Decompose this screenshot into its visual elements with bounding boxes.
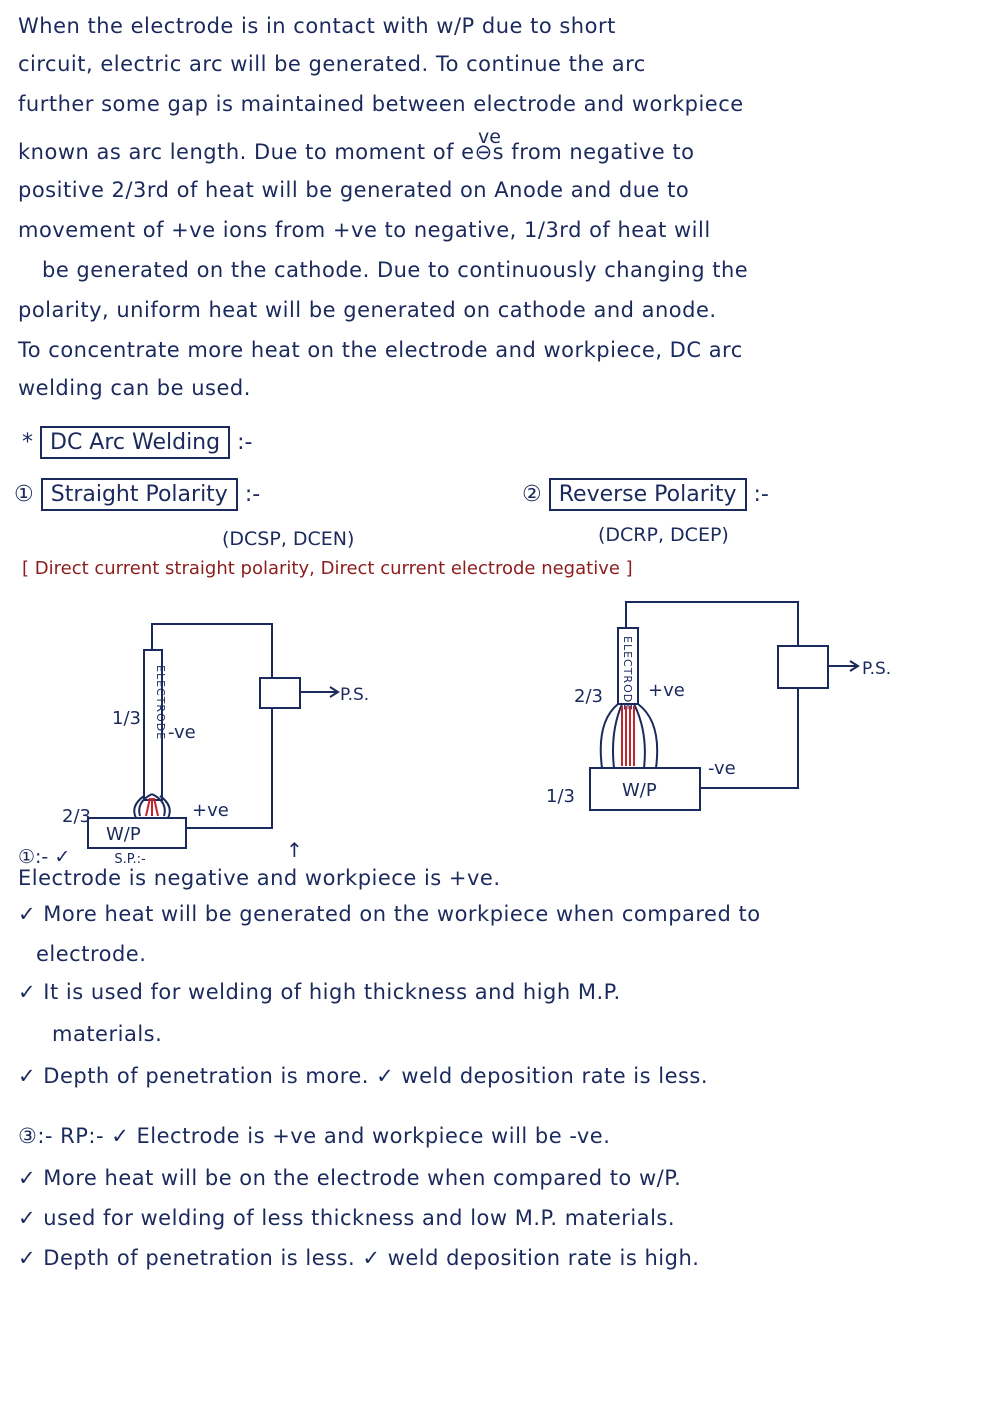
section-title: DC Arc Welding [40,426,231,459]
sp-note-4: ✓ It is used for welding of high thickne… [18,980,621,1004]
sp-note-3: electrode. [36,942,147,966]
intro-line-10: welding can be used. [18,376,251,400]
intro-line-5: positive 2/3rd of heat will be generated… [18,178,690,202]
power-supply-box [777,645,829,689]
reverse-abbr: (DCRP, DCEP) [598,524,729,546]
section-suffix: :- [237,430,253,455]
sp-note-2: ✓ More heat will be generated on the wor… [18,902,761,926]
check-icon: ✓ [54,846,71,868]
dcsp-expansion: [ Direct current straight polarity, Dire… [22,558,633,579]
rp-polarity-electrode: +ve [648,680,685,701]
sp-fraction-bottom: 2/3 [62,806,91,827]
circuit-wire-top [625,601,799,646]
sp-notes-label: ①:- [18,846,49,868]
sp-fraction-top: 1/3 [112,708,141,729]
electrode-label: ELECTRODE [621,636,634,711]
reverse-number: ② [522,482,542,507]
straight-polarity-heading: ① Straight Polarity :- [14,478,261,511]
sp-notes-label-row: ①:- ✓ S.P.:- [18,846,146,868]
expansion-bracket-open: [ [22,558,30,579]
rp-power-supply: P.S. [862,659,891,679]
workpiece-block [87,817,187,849]
reverse-polarity-diagram: ELECTRODE 2/3 +ve -ve 1/3 W/P P.S. [546,601,891,811]
sp-note-6: ✓ Depth of penetration is more. ✓ weld d… [18,1064,709,1088]
intro-line-6: movement of +ve ions from +ve to negativ… [18,218,711,242]
star-bullet: * [22,430,33,455]
expansion-comma: , [309,558,315,579]
sp-note-5: materials. [52,1022,163,1046]
sp-workpiece-label: W/P [106,824,141,845]
rp-note-2: ✓ More heat will be on the electrode whe… [18,1166,682,1190]
arc-flames [133,793,171,819]
intro-line-4: known as arc length. Due to moment of e⊖… [18,140,695,164]
superscript-ve: ve [478,126,501,148]
circuit-wire-right [700,688,799,789]
ps-arrow [828,660,860,672]
rp-fraction-top: 2/3 [574,686,603,707]
section-heading: * DC Arc Welding :- [22,426,253,459]
arc-flames [599,703,659,769]
intro-line-9: To concentrate more heat on the electrod… [18,338,743,362]
straight-title: Straight Polarity [40,478,238,511]
workpiece-block [589,767,701,811]
pointer-arrow-icon: ↑ [286,838,303,862]
sp-polarity-workpiece: +ve [192,800,229,821]
electrode-label: ELECTRODE [154,665,167,740]
circuit-wire-top [151,623,273,678]
ps-arrow [300,686,340,698]
reverse-suffix: :- [753,482,769,507]
arc-red-lines [621,706,635,766]
straight-abbr: (DCSP, DCEN) [222,528,355,550]
straight-number: ① [14,482,34,507]
expansion-left: Direct current straight polarity [34,558,310,579]
intro-line-7: be generated on the cathode. Due to cont… [42,258,749,282]
rp-note-1: ③:- RP:- ✓ Electrode is +ve and workpiec… [18,1124,611,1148]
expansion-bracket-close: ] [625,558,633,579]
sp-tag: S.P.:- [114,852,146,867]
rp-fraction-bottom: 1/3 [546,786,575,807]
arc-red-lines [145,797,159,817]
rp-note-3: ✓ used for welding of less thickness and… [18,1206,676,1230]
rp-workpiece-label: W/P [622,780,657,801]
rp-note-4: ✓ Depth of penetration is less. ✓ weld d… [18,1246,700,1270]
rp-polarity-workpiece: -ve [708,758,736,779]
reverse-title: Reverse Polarity [548,478,747,511]
electrode-rod [617,627,639,705]
sp-note-1: Electrode is negative and workpiece is +… [18,866,501,890]
straight-polarity-diagram: ELECTRODE 1/3 -ve 2/3 W/P +ve P.S. [62,623,369,849]
sp-power-supply: P.S. [340,685,369,705]
sp-polarity-electrode: -ve [168,722,196,743]
reverse-polarity-heading: ② Reverse Polarity :- [522,478,769,511]
intro-line-8: polarity, uniform heat will be generated… [18,298,717,322]
intro-line-3: further some gap is maintained between e… [18,92,744,116]
power-supply-box [259,677,301,709]
expansion-right: Direct current electrode negative [320,558,620,579]
intro-line-2: circuit, electric arc will be generated.… [18,52,646,76]
intro-line-1: When the electrode is in contact with w/… [18,14,616,38]
circuit-wire-right [186,708,273,829]
straight-suffix: :- [244,482,261,507]
